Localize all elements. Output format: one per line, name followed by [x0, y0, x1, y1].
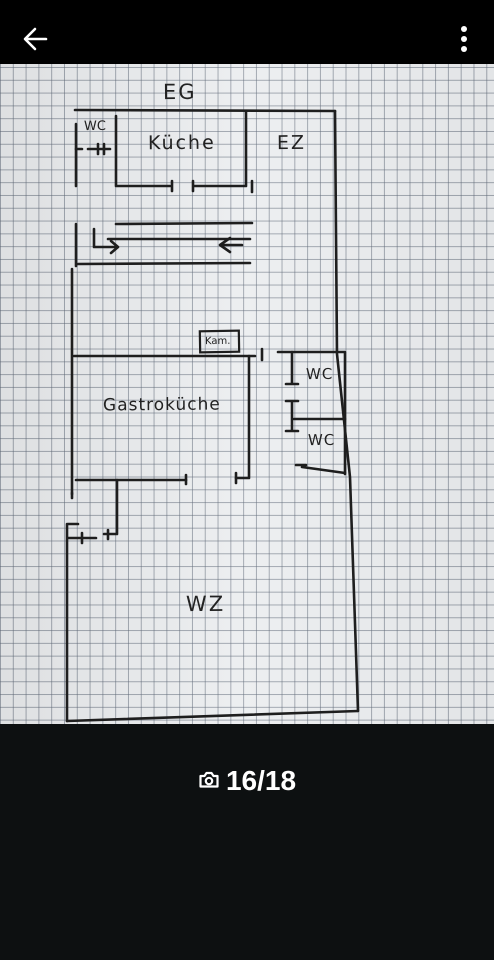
- image-counter: 16/18: [0, 765, 494, 799]
- arrow-left-icon: [23, 27, 48, 51]
- floor-label: EG: [162, 79, 197, 105]
- back-button[interactable]: [18, 20, 58, 60]
- room-label-ez: EZ: [276, 131, 307, 155]
- room-label-wc-top: WC: [83, 118, 107, 135]
- room-label-kueche: Küche: [147, 131, 216, 155]
- floorplan-photo[interactable]: EG WC Küche EZ Kam. Gastroküche WC WC WZ: [0, 64, 494, 724]
- room-label-gastrokueche: Gastroküche: [102, 394, 221, 416]
- room-label-wc-right-2: WC: [307, 430, 336, 450]
- top-bar: [0, 0, 494, 64]
- image-counter-text: 16/18: [225, 765, 297, 796]
- floorplan-drawing: [65, 108, 360, 723]
- room-label-wz: WZ: [185, 591, 226, 617]
- camera-icon: [198, 764, 220, 796]
- room-label-wc-right-1: WC: [305, 364, 334, 384]
- more-vertical-icon: [461, 26, 467, 52]
- bottom-panel: [0, 724, 494, 960]
- room-label-kamin: Kam.: [204, 335, 231, 348]
- more-options-button[interactable]: [450, 22, 478, 58]
